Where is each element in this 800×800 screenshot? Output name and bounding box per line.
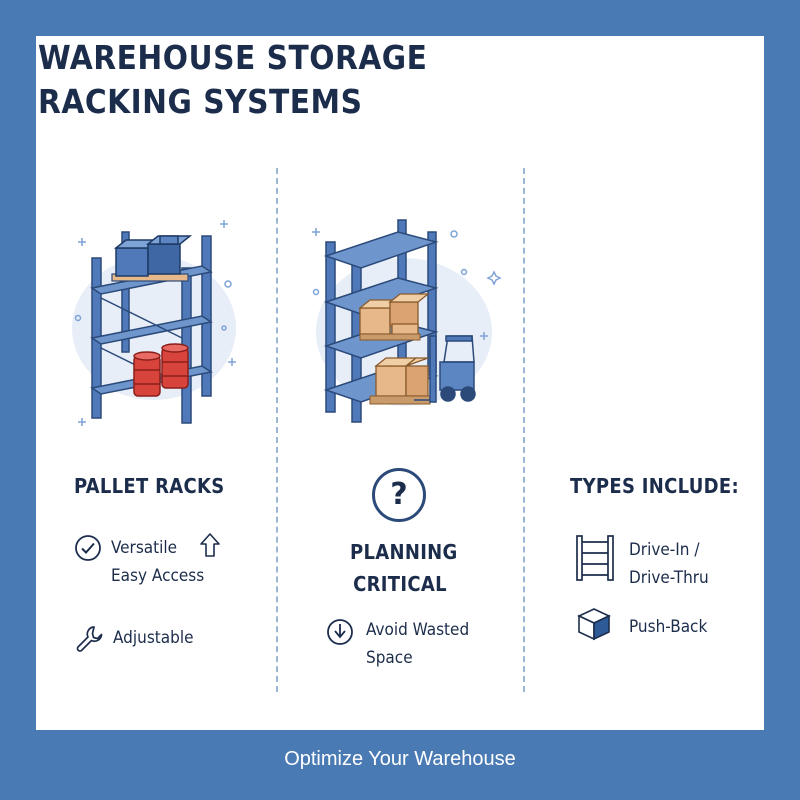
rack-forklift-illustration [312,219,502,423]
feature-space: Space [366,648,413,668]
arrow-down-circle-icon [327,619,353,645]
question-mark-glyph: ? [390,477,408,512]
wrench-icon [76,626,103,652]
pallet-rack-illustration [72,220,236,426]
type-push-back: Push-Back [629,617,708,637]
question-circle-icon: ? [372,468,426,522]
column-divider-left [276,168,278,692]
type-drive-thru: Drive-Thru [629,568,709,588]
planning-critical-heading: PLANNING CRITICAL [350,536,458,600]
feature-versatile: Versatile [111,538,178,558]
column-divider-right [523,168,525,692]
feature-easy-access: Easy Access [111,566,205,586]
planning-heading-line2: CRITICAL [353,572,447,596]
arrow-up-icon [200,533,220,557]
type-drive-in: Drive-In / [629,540,700,560]
footer-tagline: Optimize Your Warehouse [284,748,516,770]
cube-icon [577,608,611,641]
checkmark-circle-icon [75,535,101,561]
rack-frame-icon [576,535,614,581]
feature-avoid-wasted: Avoid Wasted [366,620,470,640]
planning-heading-line1: PLANNING [350,540,458,564]
page-title: WAREHOUSE STORAGE RACKING SYSTEMS [38,38,428,121]
feature-adjustable: Adjustable [113,628,194,648]
types-include-heading: TYPES INCLUDE: [570,474,739,498]
pallet-racks-heading: PALLET RACKS [74,474,225,498]
